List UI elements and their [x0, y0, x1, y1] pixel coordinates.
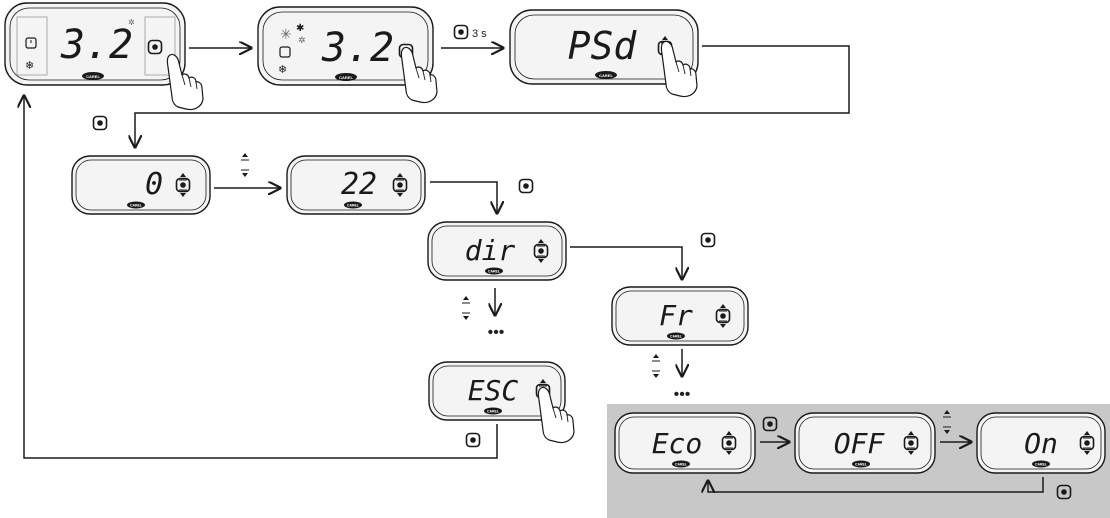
compressor-blink-icon: ✳	[280, 26, 292, 42]
ellipsis-p7: •••	[674, 386, 691, 403]
brand-logo	[667, 332, 685, 340]
panel-5: 22 CAREL	[286, 155, 426, 215]
panel-display: OFF	[834, 427, 886, 460]
set-button-icon	[518, 178, 534, 194]
clock-icon	[25, 37, 37, 49]
brand-logo	[484, 407, 502, 415]
led-group-left	[16, 16, 48, 76]
brand-text: CAREL	[599, 73, 613, 78]
panel-display: ESC	[468, 374, 519, 407]
panel-3: PSd CAREL	[509, 9, 699, 85]
brand-logo	[127, 201, 145, 209]
panel-display: Eco	[652, 427, 703, 460]
set-button-icon	[700, 232, 716, 248]
panel-1: ❄ 3.2 ✲ CAREL	[4, 2, 186, 86]
fan-icon: ✲	[298, 35, 306, 45]
panel-display: dir	[465, 234, 516, 267]
panel-display: Fr	[659, 299, 693, 332]
brand-text: CAREL	[670, 335, 683, 339]
panel-2: ✳ ✱ ✲ ❄ 3.2 CAREL	[257, 6, 434, 86]
brand-text: CAREL	[347, 204, 360, 208]
panel-display: 0	[145, 167, 163, 202]
panel-4: 0 CAREL	[71, 155, 211, 215]
panel-9: Eco CAREL	[614, 412, 756, 474]
arrow-p8-p1	[24, 96, 498, 459]
set-button-icon	[453, 24, 469, 40]
key-frame-right	[144, 16, 176, 76]
panel-display: 22	[341, 167, 377, 202]
up-down-arrows-icon	[461, 295, 471, 321]
brand-logo	[852, 460, 870, 468]
arrow-p3-p4	[135, 45, 850, 147]
set-button-icon	[92, 115, 108, 131]
snowflake-icon: ✱	[296, 23, 304, 34]
hold-time-label: 3 s	[472, 28, 487, 40]
brand-logo	[82, 72, 104, 80]
brand-text: CAREL	[487, 410, 500, 414]
brand-logo	[1032, 460, 1050, 468]
brand-logo	[672, 460, 690, 468]
up-down-arrows-icon	[240, 152, 250, 178]
panel-11: On CAREL	[976, 412, 1106, 474]
clock-icon	[279, 46, 291, 58]
brand-text: CAREL	[86, 74, 100, 79]
arrow-p6-p7	[570, 246, 682, 279]
panel-6: dir CAREL	[427, 221, 567, 281]
defrost-icon: ❄	[25, 60, 34, 72]
panel-8: ESC CAREL	[428, 361, 566, 421]
brand-text: CAREL	[130, 204, 143, 208]
panel-display: On	[1024, 427, 1058, 460]
panel-display: 3.2	[321, 25, 394, 71]
fan-icon: ✲	[128, 18, 135, 27]
arrow-p11-p9	[708, 477, 1044, 492]
set-button-icon	[465, 432, 481, 448]
brand-text: CAREL	[339, 75, 353, 80]
panel-7: Fr CAREL	[611, 286, 749, 346]
brand-logo	[335, 73, 357, 81]
up-down-arrows-icon	[651, 353, 661, 379]
ellipsis-p6: •••	[488, 324, 505, 341]
panel-display: PSd	[568, 24, 638, 68]
defrost-icon: ❄	[278, 64, 287, 76]
brand-text: CAREL	[1035, 463, 1048, 467]
arrow-p5-p6	[430, 181, 497, 213]
brand-text: CAREL	[675, 463, 688, 467]
brand-text: CAREL	[488, 270, 501, 274]
brand-logo	[485, 267, 503, 275]
panel-display: 3.2	[60, 22, 133, 68]
brand-logo	[595, 71, 617, 79]
panel-10: OFF CAREL	[794, 412, 936, 474]
brand-logo	[344, 201, 362, 209]
brand-text: CAREL	[855, 463, 868, 467]
